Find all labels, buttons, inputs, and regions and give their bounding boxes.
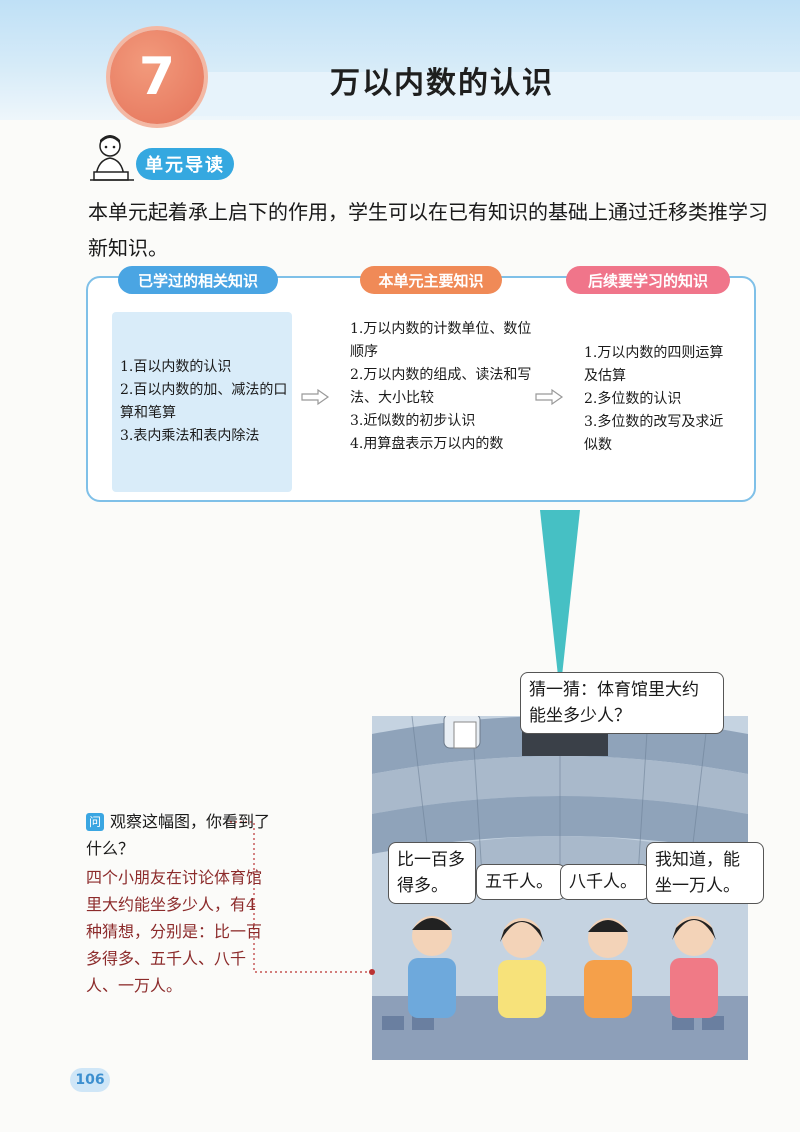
main-knowledge-tag: 本单元主要知识 bbox=[360, 266, 502, 294]
list-item: 1.万以内数的四则运算及估算 bbox=[584, 345, 724, 384]
list-item: 3.近似数的初步认识 bbox=[350, 413, 476, 429]
list-item: 2.多位数的认识 bbox=[584, 391, 682, 407]
next-knowledge-list: 1.万以内数的四则运算及估算 2.多位数的认识 3.多位数的改写及求近似数 bbox=[584, 342, 724, 457]
list-item: 3.多位数的改写及求近似数 bbox=[584, 414, 724, 453]
question-answer: 四个小朋友在讨论体育馆里大约能坐多少人，有4种猜想，分别是：比一百多得多、五千人… bbox=[86, 868, 263, 995]
page-number: 106 bbox=[70, 1068, 110, 1092]
question-prompt: 问观察这幅图，你看到了什么？ bbox=[86, 808, 272, 862]
chapter-badge: 7 bbox=[110, 30, 204, 124]
chapter-title: 万以内数的认识 bbox=[330, 66, 554, 101]
kid-speech-bubble: 五千人。 bbox=[476, 864, 566, 900]
teacher-reading-icon bbox=[90, 135, 134, 181]
prior-knowledge-tag: 已学过的相关知识 bbox=[118, 266, 278, 294]
pointer-line bbox=[230, 821, 375, 975]
kid-speech-bubble: 比一百多得多。 bbox=[388, 842, 476, 904]
question-box: 问观察这幅图，你看到了什么？ 四个小朋友在讨论体育馆里大约能坐多少人，有4种猜想… bbox=[86, 808, 272, 999]
question-icon: 问 bbox=[86, 813, 104, 831]
spotlight-beam bbox=[540, 510, 580, 676]
arrow-right-icon bbox=[301, 388, 330, 406]
kid-speech-bubble: 八千人。 bbox=[560, 864, 650, 900]
prior-knowledge-list: 1.百以内数的认识 2.百以内数的加、减法的口算和笔算 3.表内乘法和表内除法 bbox=[120, 356, 292, 448]
unit-intro-text: 本单元起着承上启下的作用，学生可以在已有知识的基础上通过迁移类推学习新知识。 bbox=[88, 200, 768, 260]
next-knowledge-tag: 后续要学习的知识 bbox=[566, 266, 730, 294]
prior-knowledge-box bbox=[112, 312, 292, 492]
robot-speech-bubble: 猜一猜：体育馆里大约能坐多少人？ bbox=[520, 672, 724, 734]
title-strip bbox=[160, 72, 800, 116]
chapter-number: 7 bbox=[138, 47, 176, 107]
list-item: 4.用算盘表示万以内的数 bbox=[350, 436, 504, 452]
list-item: 3.表内乘法和表内除法 bbox=[120, 428, 260, 444]
arrow-right-icon bbox=[535, 388, 564, 406]
main-knowledge-list: 1.万以内数的计数单位、数位顺序 2.万以内数的组成、读法和写法、大小比较 3.… bbox=[350, 318, 532, 456]
unit-guide-badge: 单元导读 bbox=[136, 148, 234, 180]
question-text: 观察这幅图，你看到了什么？ bbox=[86, 812, 271, 858]
list-item: 1.百以内数的认识 bbox=[120, 359, 232, 375]
list-item: 2.百以内数的加、减法的口算和笔算 bbox=[120, 382, 288, 421]
list-item: 1.万以内数的计数单位、数位顺序 bbox=[350, 321, 532, 360]
kid-speech-bubble: 我知道，能坐一万人。 bbox=[646, 842, 764, 904]
list-item: 2.万以内数的组成、读法和写法、大小比较 bbox=[350, 367, 532, 406]
